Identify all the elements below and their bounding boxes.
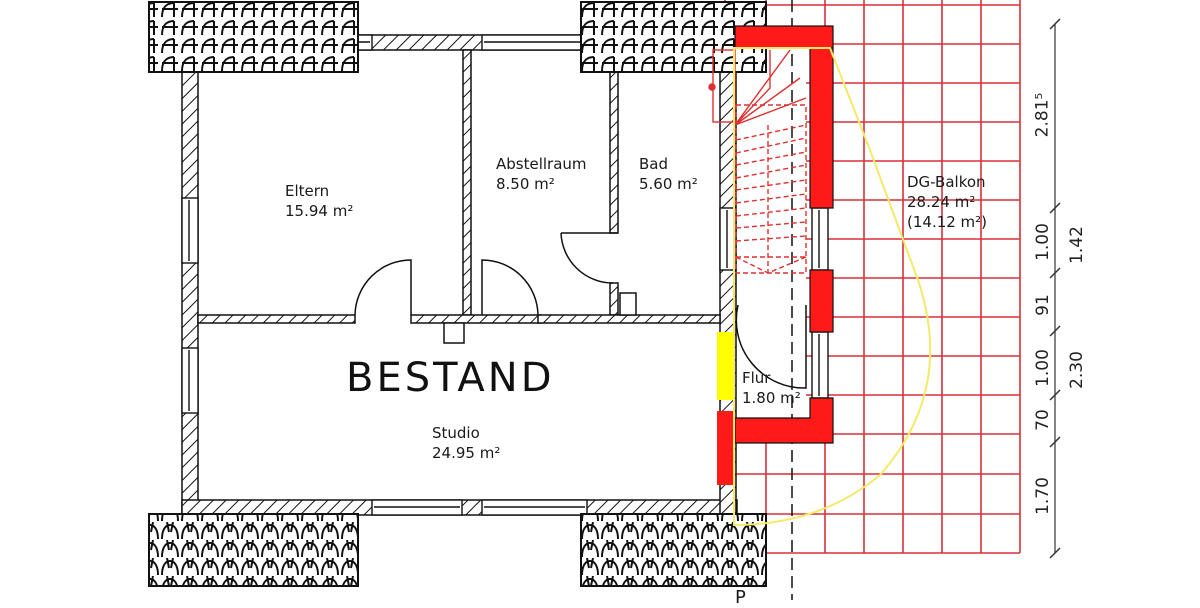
room-flur: Flur 1.80 m² xyxy=(742,368,801,408)
staircase xyxy=(708,49,807,274)
yellow-outline xyxy=(733,47,932,527)
dim-inner-2: 2.30 xyxy=(1066,351,1087,389)
room-dg-balkon: DG-Balkon 28.24 m² (14.12 m²) xyxy=(907,172,987,232)
dim-outer-2: 1.00 xyxy=(1032,223,1053,261)
yellow-wall-segment xyxy=(717,332,734,400)
room-area: 15.94 m² xyxy=(285,202,354,220)
roof-tiles xyxy=(148,1,767,587)
dimension-line xyxy=(1049,18,1061,559)
room-bad: Bad 5.60 m² xyxy=(639,154,698,194)
dim-outer-3: 91 xyxy=(1032,294,1053,316)
plan-title: BESTAND xyxy=(346,355,555,401)
room-name: DG-Balkon xyxy=(907,173,986,191)
room-area: 5.60 m² xyxy=(639,175,698,193)
room-area: 28.24 m² xyxy=(907,193,976,211)
room-name: Eltern xyxy=(285,182,330,200)
room-name: Studio xyxy=(432,424,480,442)
new-walls xyxy=(717,25,834,485)
dim-inner-1: 1.42 xyxy=(1066,226,1087,264)
dim-outer-5: 70 xyxy=(1032,409,1053,431)
room-name: Bad xyxy=(639,155,669,173)
room-studio: Studio 24.95 m² xyxy=(432,423,500,463)
dim-outer-1: 2.81⁵ xyxy=(1032,92,1053,138)
room-area-half: (14.12 m²) xyxy=(907,213,988,231)
room-area: 24.95 m² xyxy=(432,444,501,462)
room-eltern: Eltern 15.94 m² xyxy=(285,181,353,221)
dim-outer-4: 1.00 xyxy=(1032,349,1053,387)
dim-outer-6: 1.70 xyxy=(1032,477,1053,515)
room-area: 8.50 m² xyxy=(496,175,555,193)
room-name: Abstellraum xyxy=(496,155,587,173)
room-abstellraum: Abstellraum 8.50 m² xyxy=(496,154,587,194)
doors xyxy=(354,232,807,389)
section-marker: P xyxy=(735,587,746,608)
room-area: 1.80 m² xyxy=(742,389,801,407)
room-name: Flur xyxy=(742,369,771,387)
